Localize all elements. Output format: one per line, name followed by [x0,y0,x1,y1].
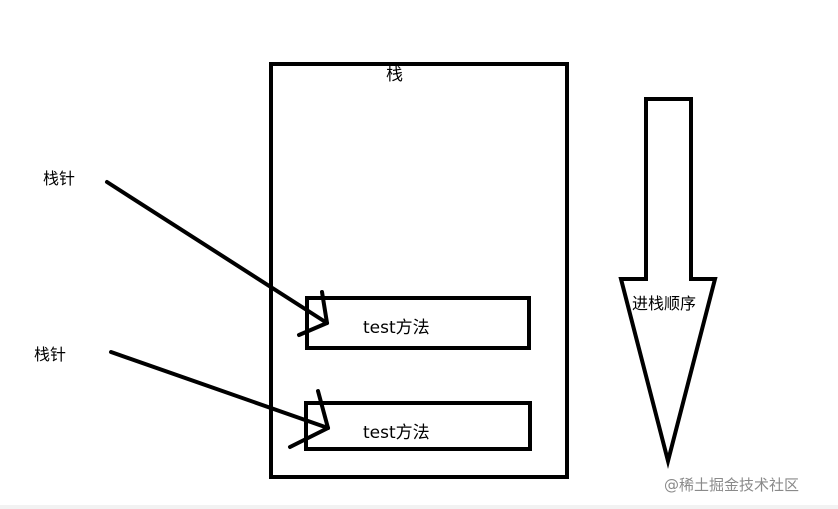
pointer-arrow-1 [105,180,329,337]
frame-label-2: test方法 [363,423,430,443]
stack-label: 栈 [386,65,403,85]
stack-container [269,62,569,479]
pointer-label-2: 栈针 [34,345,67,364]
pointer-arrow-2 [109,350,330,449]
push-order-arrow [618,97,718,469]
pointer-label-1: 栈针 [43,169,76,188]
push-order-label: 进栈顺序 [632,294,697,313]
stack-frame-1 [305,296,531,350]
bottom-edge [0,505,838,509]
watermark: @稀土掘金技术社区 [664,476,800,494]
frame-label-1: test方法 [363,318,430,338]
stack-frame-2 [304,401,532,451]
